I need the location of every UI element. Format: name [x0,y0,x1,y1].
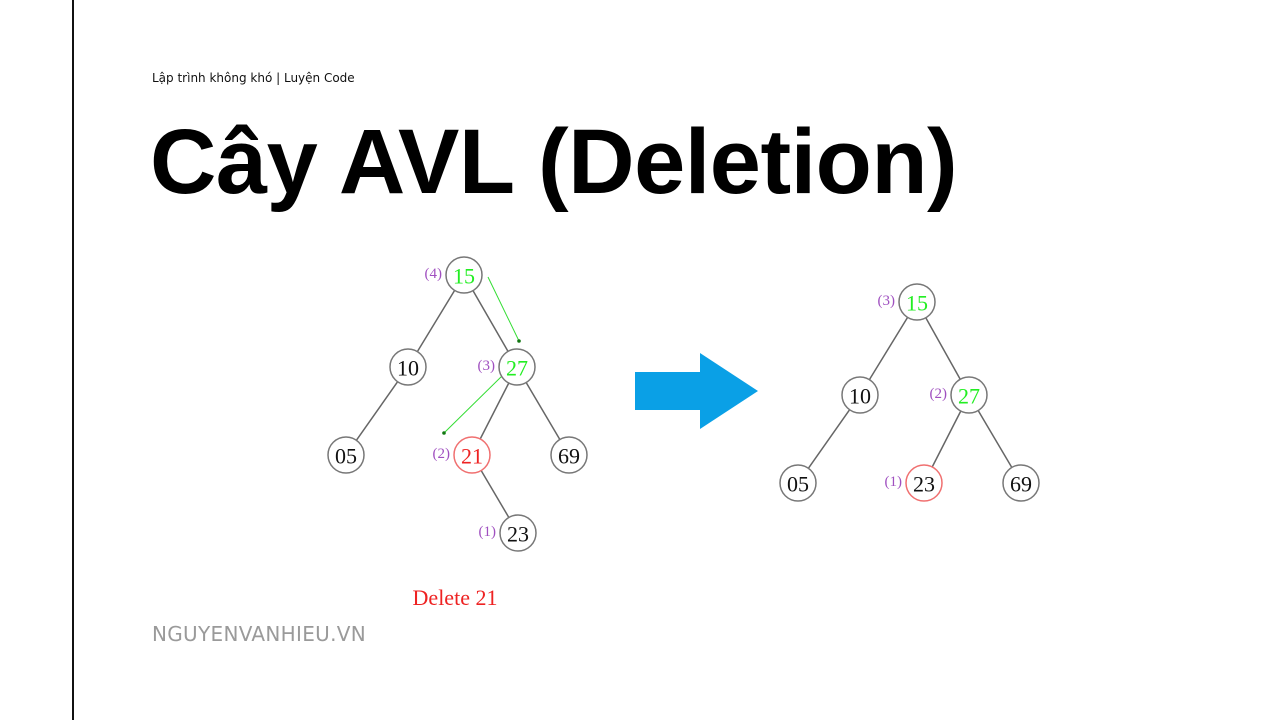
before-search-path-head [517,339,521,343]
before-node-23: 23 (1) [479,514,537,552]
node-height-label: (1) [885,474,903,490]
node-value: 15 [906,291,928,316]
after-node-27: 27 (2) [930,376,988,414]
before-edge-15-10 [416,289,456,353]
node-value: 27 [958,384,980,409]
node-value: 05 [335,444,357,469]
node-height-label: (2) [433,446,451,462]
before-search-path-15-27 [487,276,520,342]
node-circle [389,348,427,386]
node-circle [498,348,536,386]
before-node-10: 10 [389,348,427,386]
after-node-69: 69 [1002,464,1040,502]
node-circle [453,436,491,474]
tree-after-deletion: 15 (3) 10 27 (2) 05 23 (1) 69 [779,283,1040,502]
node-value: 21 [461,444,483,469]
before-node-05: 05 [327,436,365,474]
after-edge-15-27 [925,317,961,380]
after-edge-10-05 [807,409,851,469]
after-node-15: 15 (3) [878,283,936,321]
node-height-label: (1) [479,524,497,540]
node-circle [950,376,988,414]
before-node-69: 69 [550,436,588,474]
node-value: 27 [506,356,528,381]
after-node-10: 10 [841,376,879,414]
node-circle [841,376,879,414]
left-divider-line [72,0,74,720]
node-value: 15 [453,264,475,289]
after-edge-15-10 [868,316,909,381]
node-height-label: (3) [878,293,896,309]
node-circle [550,436,588,474]
node-height-label: (4) [425,266,443,282]
node-circle [898,283,936,321]
before-node-15: 15 (4) [425,256,483,294]
delete-caption: Delete 21 [413,585,498,610]
node-circle [445,256,483,294]
node-value: 10 [849,384,871,409]
after-node-05: 05 [779,464,817,502]
node-value: 23 [913,472,935,497]
after-edge-27-69 [977,410,1013,468]
node-circle [499,514,537,552]
node-value: 05 [787,472,809,497]
before-edge-15-27 [472,290,509,352]
node-height-label: (3) [478,358,496,374]
before-edge-27-69 [525,382,561,440]
after-edge-27-23 [931,410,962,468]
node-value: 23 [507,522,529,547]
node-circle [327,436,365,474]
right-arrow-icon [635,353,758,429]
before-node-27: 27 (3) [478,348,536,386]
subtitle: Lập trình không khó | Luyện Code [152,71,355,85]
tree-before-deletion: 15 (4) 10 27 (3) 05 21 (2) 69 23 (1) [327,256,588,552]
node-value: 69 [1010,472,1032,497]
before-search-path-head [442,431,446,435]
node-circle [1002,464,1040,502]
node-circle [905,464,943,502]
before-edge-27-21 [479,382,510,440]
site-footer: NGUYENVANHIEU.VN [152,622,366,646]
before-search-path-27-21 [443,374,504,434]
before-edge-10-05 [355,381,399,441]
node-height-label: (2) [930,386,948,402]
node-value: 10 [397,356,419,381]
page-title: Cây AVL (Deletion) [150,111,958,213]
node-circle [779,464,817,502]
before-edge-21-23 [480,470,510,518]
node-value: 69 [558,444,580,469]
before-node-21: 21 (2) [433,436,491,474]
after-node-23: 23 (1) [885,464,943,502]
